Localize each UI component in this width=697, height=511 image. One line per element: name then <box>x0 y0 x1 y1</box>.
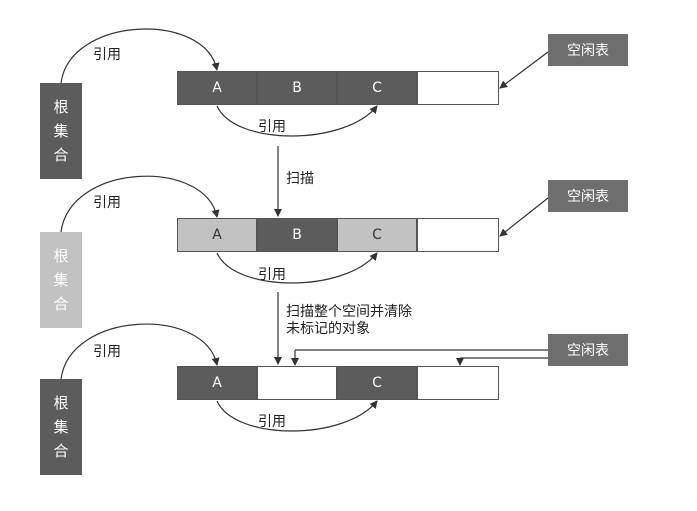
heap-3-block-a: A <box>177 366 257 400</box>
sweep-step-line-1: 扫描整个空间并清除 <box>286 304 412 320</box>
ref-arrow-a-to-c-1 <box>216 105 378 137</box>
root-set-1: 根 集 合 <box>40 83 82 179</box>
heap-2-block-free <box>417 218 499 252</box>
root-set-3-char-1: 根 <box>53 394 69 412</box>
heap-1-block-a: A <box>177 71 257 105</box>
free-list-2: 空闲表 <box>548 180 628 212</box>
root-set-3-char-3: 合 <box>53 442 69 460</box>
ref-arrow-root-to-a-3 <box>60 323 220 380</box>
root-set-1-char-3: 合 <box>53 146 69 164</box>
ref-arrow-a-to-c-3 <box>216 400 378 432</box>
ref-label-root-to-a-1: 引用 <box>93 47 121 63</box>
ref-arrow-root-to-a-1 <box>60 28 220 84</box>
heap-2-block-c: C <box>337 218 417 252</box>
ref-arrow-a-to-c-2 <box>216 252 378 284</box>
root-set-2: 根 集 合 <box>40 232 82 328</box>
ref-label-root-to-a-2: 引用 <box>93 195 121 211</box>
root-set-3: 根 集 合 <box>40 379 82 475</box>
ref-label-a-to-c-2: 引用 <box>258 267 286 283</box>
heap-2-block-b: B <box>257 218 337 252</box>
heap-1-block-c: C <box>337 71 417 105</box>
free-list-3: 空闲表 <box>548 334 628 366</box>
free-list-arrow-2 <box>499 197 549 237</box>
root-set-3-char-2: 集 <box>53 418 69 436</box>
sweep-step-label: 扫描整个空间并清除 未标记的对象 <box>286 304 412 338</box>
scan-step-label: 扫描 <box>286 171 314 187</box>
heap-1-block-free <box>417 71 499 105</box>
ref-label-root-to-a-3: 引用 <box>93 344 121 360</box>
heap-1-block-b: B <box>257 71 337 105</box>
heap-3-block-c: C <box>337 366 417 400</box>
root-set-2-char-1: 根 <box>53 247 69 265</box>
ref-arrow-root-to-a-2 <box>60 175 220 233</box>
root-set-1-char-1: 根 <box>53 98 69 116</box>
root-set-2-char-3: 合 <box>53 295 69 313</box>
ref-label-a-to-c-1: 引用 <box>258 119 286 135</box>
root-set-1-char-2: 集 <box>53 122 69 140</box>
free-list-arrow-1 <box>499 51 549 89</box>
free-list-1: 空闲表 <box>548 34 628 66</box>
heap-2-block-a: A <box>177 218 257 252</box>
heap-3-block-free <box>417 366 499 400</box>
root-set-2-char-2: 集 <box>53 271 69 289</box>
ref-label-a-to-c-3: 引用 <box>258 414 286 430</box>
sweep-step-line-2: 未标记的对象 <box>286 321 370 337</box>
heap-3-block-freed-b <box>257 366 337 400</box>
